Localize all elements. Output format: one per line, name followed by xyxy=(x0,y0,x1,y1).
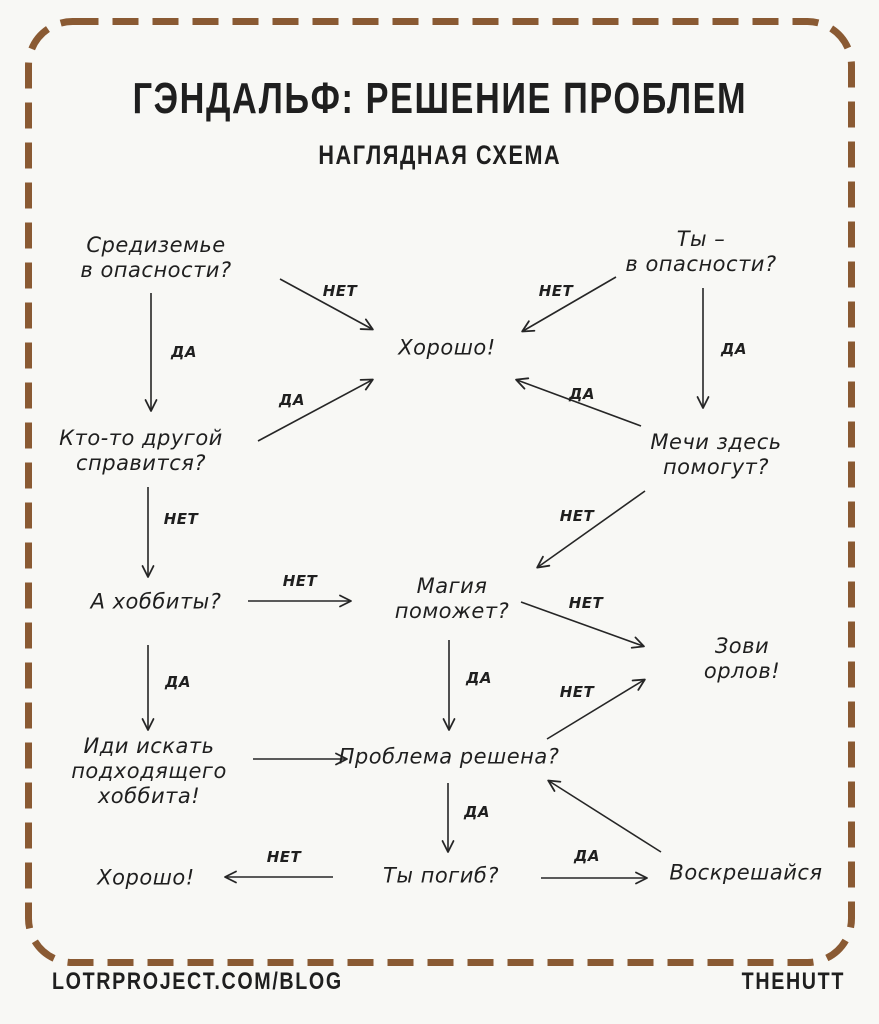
edge-resurrect-to-problem-solved xyxy=(547,779,662,853)
node-you-in-danger: Ты – в опасности? xyxy=(625,226,777,276)
node-good-bottom: Хорошо! xyxy=(97,865,195,890)
node-good-top: Хорошо! xyxy=(398,335,496,360)
edge-swords-help-to-magic-help xyxy=(536,490,646,569)
edge-label-no-problem-solved: НЕТ xyxy=(559,683,595,701)
node-magic-help: Магия поможет? xyxy=(394,573,510,623)
edge-label-yes-someone-else: ДА xyxy=(279,391,305,409)
edge-label-no-hobbits: НЕТ xyxy=(282,572,318,590)
node-call-eagles: Зови орлов! xyxy=(703,633,781,683)
edge-label-yes-problem-solved: ДА xyxy=(464,803,490,821)
edge-label-no-someone-else: НЕТ xyxy=(163,510,199,528)
edge-magic-help-to-call-eagles xyxy=(520,601,645,649)
edge-label-yes-middle-earth-danger: ДА xyxy=(171,343,197,361)
node-middle-earth-danger: Средиземье в опасности? xyxy=(80,232,232,282)
node-hobbits: А хоббиты? xyxy=(90,589,222,614)
node-problem-solved: Проблема решена? xyxy=(338,744,560,769)
edge-you-in-danger-to-good-top xyxy=(521,276,617,333)
edge-label-no-you-died: НЕТ xyxy=(266,848,302,866)
edge-label-yes-you-died: ДА xyxy=(574,847,600,865)
page-subtitle: НАГЛЯДНАЯ СХЕМА xyxy=(318,140,561,170)
edge-label-no-magic-help: НЕТ xyxy=(568,594,604,612)
dashed-border xyxy=(25,18,855,966)
edge-swords-help-to-good-top xyxy=(515,377,642,427)
node-someone-else: Кто-то другой справится? xyxy=(59,425,223,475)
edge-problem-solved-to-call-eagles xyxy=(546,678,646,740)
node-swords-help: Мечи здесь помогут? xyxy=(650,429,782,479)
page-title: ГЭНДАЛЬФ: РЕШЕНИЕ ПРОБЛЕМ xyxy=(132,74,747,123)
edge-label-yes-swords-help: ДА xyxy=(569,385,595,403)
edge-label-no-swords-help: НЕТ xyxy=(559,507,595,525)
footer-author: THEHUTT xyxy=(741,968,845,995)
node-resurrect: Воскрешайся xyxy=(669,860,823,885)
edge-label-no-you-in-danger: НЕТ xyxy=(538,282,574,300)
edge-someone-else-to-good-top xyxy=(257,378,374,442)
edge-label-yes-you-in-danger: ДА xyxy=(721,340,747,358)
edge-label-yes-magic-help: ДА xyxy=(466,669,492,687)
node-you-died: Ты погиб? xyxy=(383,863,499,888)
edge-middle-earth-danger-to-good-top xyxy=(279,278,374,331)
edge-label-no-middle-earth-danger: НЕТ xyxy=(322,282,358,300)
footer-site-link: LOTRPROJECT.COM/BLOG xyxy=(52,968,343,995)
node-find-hobbit: Иди искать подходящего хоббита! xyxy=(71,734,227,809)
edge-label-yes-hobbits: ДА xyxy=(165,673,191,691)
